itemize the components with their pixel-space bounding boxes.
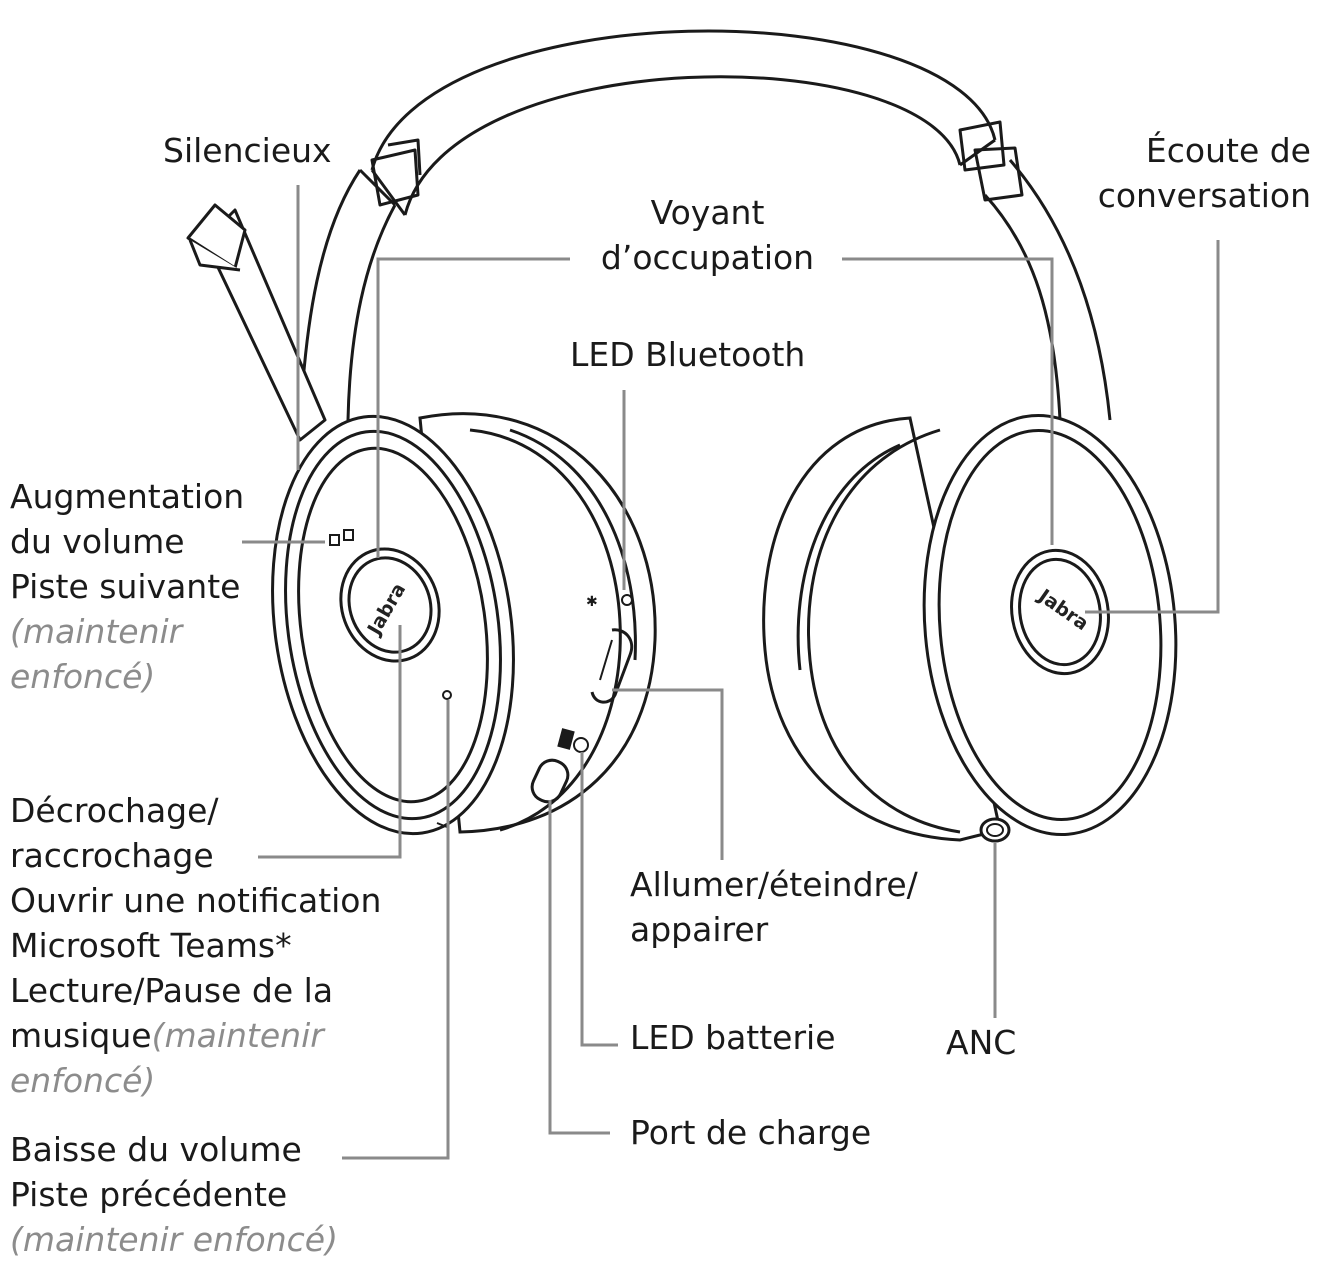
label-augmentation-line2: du volume: [10, 522, 185, 561]
label-decrochage-line2: raccrochage: [10, 836, 214, 875]
label-decrochage-maintenir: (maintenir: [151, 1016, 324, 1055]
leader-voyant-left: [376, 257, 570, 558]
microphone-boom: [186, 203, 327, 442]
label-ecoute-conversation: Écoute de conversation: [1098, 128, 1311, 218]
right-earcup: [762, 414, 1178, 843]
label-decrochage-line7: enfoncé): [10, 1061, 156, 1100]
headband: [298, 29, 1112, 431]
leader-voyant-right: [842, 257, 1054, 545]
label-ecoute-line2: conversation: [1097, 176, 1311, 215]
label-decrochage: Décrochage/ raccrochage Ouvrir une notif…: [10, 788, 381, 1103]
leader-ecoute: [1085, 240, 1220, 614]
leader-baisse: [342, 700, 450, 1160]
label-baisse-volume: Baisse du volume Piste précédente (maint…: [10, 1127, 338, 1262]
leader-allumer: [612, 688, 724, 860]
label-decrochage-line4: Microsoft Teams*: [10, 926, 292, 965]
label-allumer-eteindre: Allumer/éteindre/ appairer: [630, 862, 918, 952]
left-earcup: ✱: [271, 412, 657, 836]
label-allumer-line1: Allumer/éteindre/: [630, 865, 918, 904]
label-decrochage-line1: Décrochage/: [10, 791, 219, 830]
label-allumer-line2: appairer: [630, 910, 769, 949]
label-augmentation-line3: Piste suivante: [10, 567, 241, 606]
label-voyant-line2: d’occupation: [600, 238, 815, 277]
label-decrochage-line6: musique(maintenir: [10, 1013, 381, 1058]
label-decrochage-musique: musique: [10, 1016, 152, 1055]
label-augmentation-volume: Augmentation du volume Piste suivante (m…: [10, 474, 244, 699]
leader-port-charge: [548, 800, 610, 1135]
label-baisse-line2: Piste précédente: [10, 1175, 288, 1214]
leader-led-batterie: [580, 752, 618, 1047]
label-augmentation-line4: (maintenir: [10, 612, 183, 651]
label-augmentation-line1: Augmentation: [10, 477, 245, 516]
leader-lines: [242, 185, 1220, 1160]
label-voyant-occupation: Voyant d’occupation: [585, 190, 830, 280]
label-led-batterie: LED batterie: [630, 1018, 836, 1057]
svg-text:✱: ✱: [586, 594, 598, 610]
leader-decrochage: [258, 625, 402, 859]
label-decrochage-line3: Ouvrir une notification: [10, 881, 382, 920]
label-silencieux: Silencieux: [163, 131, 332, 170]
label-port-charge: Port de charge: [630, 1113, 872, 1152]
label-voyant-line1: Voyant: [650, 193, 765, 232]
label-ecoute-line1: Écoute de: [1145, 131, 1311, 170]
label-baisse-line1: Baisse du volume: [10, 1130, 302, 1169]
label-anc: ANC: [946, 1023, 1017, 1062]
label-led-bluetooth: LED Bluetooth: [570, 335, 806, 374]
label-baisse-line3: (maintenir enfoncé): [10, 1220, 338, 1259]
label-decrochage-line5: Lecture/Pause de la: [10, 971, 334, 1010]
label-augmentation-line5: enfoncé): [10, 657, 156, 696]
